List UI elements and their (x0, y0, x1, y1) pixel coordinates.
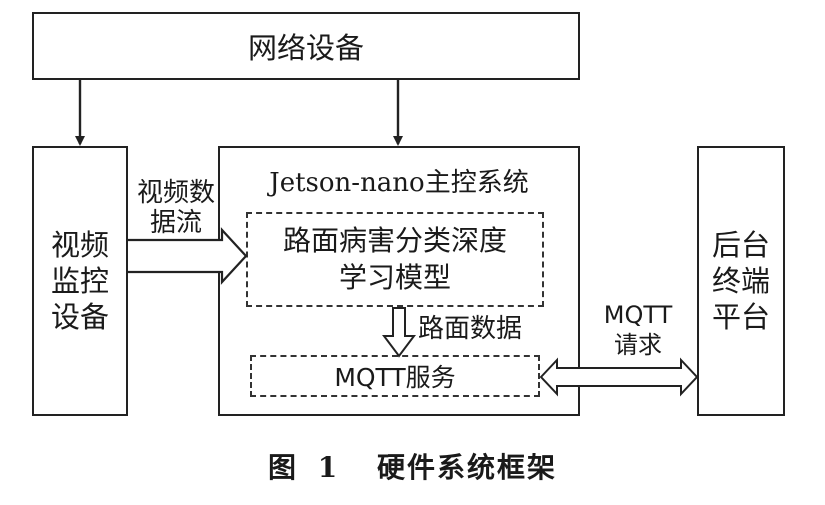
backend-platform-box: 后台 终端 平台 (697, 146, 785, 416)
road-data-label: 路面数据 (418, 314, 523, 344)
arrow-video-stream (128, 227, 248, 285)
jetson-system-title: Jetson-nano主控系统 (269, 168, 529, 198)
backend-line-3: 平台 (711, 300, 770, 335)
model-line-1: 路面病害分类深度 (282, 224, 507, 258)
model-line-2: 学习模型 (338, 260, 451, 294)
backend-line-2: 终端 (711, 263, 770, 298)
caption-number: 1 (317, 451, 340, 484)
video-device-line-1: 视频 (50, 227, 109, 262)
mqtt-service-label: MQTT服务 (334, 363, 456, 392)
mqtt-request-label: MQTT 请求 (603, 301, 673, 359)
video-device-line-3: 设备 (50, 300, 109, 335)
arrow-road-data (382, 307, 416, 358)
video-stream-label: 视频数 据流 (136, 178, 215, 238)
video-device-box: 视频 监控 设备 (32, 146, 128, 416)
video-device-line-2: 监控 (50, 263, 109, 298)
mqtt-service-box: MQTT服务 (250, 355, 540, 397)
jetson-system-box: Jetson-nano主控系统 (218, 146, 580, 416)
network-device-box: 网络设备 (32, 12, 580, 80)
network-device-label: 网络设备 (247, 31, 364, 65)
arrow-mqtt-request (539, 357, 699, 397)
backend-line-1: 后台 (711, 227, 770, 262)
figure-caption: 图 1 硬件系统框架 (0, 446, 825, 486)
caption-text: 硬件系统框架 (376, 451, 557, 484)
deep-learning-model-box: 路面病害分类深度 学习模型 (246, 212, 544, 307)
caption-figure: 图 (267, 451, 298, 484)
